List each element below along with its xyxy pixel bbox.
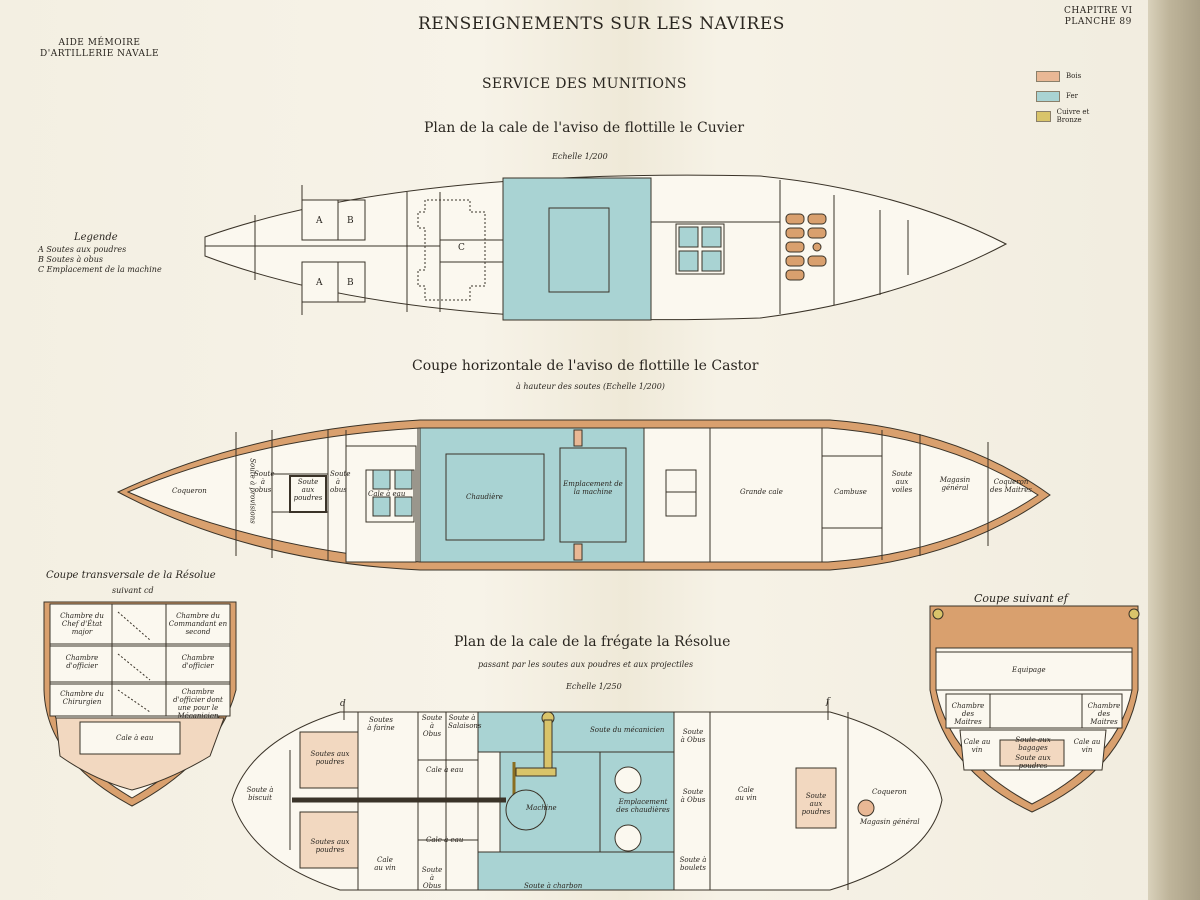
plan-coqueron: Coqueron <box>872 788 907 796</box>
copper-swatch <box>1036 110 1051 122</box>
plan-soute-obus2: Soute à Obus <box>680 728 706 744</box>
cuvier-label-a: A <box>316 278 323 288</box>
cuvier-label-c: C <box>458 243 465 253</box>
castor-soute-voiles: Soute aux voiles <box>891 470 913 494</box>
plan-soute-obus3: Soute à Obus <box>680 788 706 804</box>
iron-swatch <box>1036 90 1060 102</box>
ef-room: Chambre des Maitres <box>951 702 985 726</box>
header-right: CHAPITRE VI PLANCHE 89 <box>1064 6 1133 28</box>
material-key-iron: Fer <box>1036 90 1078 102</box>
material-key-wood: Bois <box>1036 70 1081 82</box>
cuvier-plan <box>204 174 1008 321</box>
ef-room: Chambre des Maitres <box>1087 702 1121 726</box>
cuvier-title: Plan de la cale de l'aviso de flottille … <box>424 120 745 136</box>
plan-cale-eau: Cale à eau <box>426 766 464 774</box>
castor-coqueron-aft: Coqueron <box>172 487 207 495</box>
material-label: Cuivre et Bronze <box>1056 108 1090 124</box>
ef-room: Cale au vin <box>963 738 991 754</box>
castor-grande-cale: Grande cale <box>740 488 783 496</box>
header-left-line1: AIDE MÉMOIRE <box>58 38 141 48</box>
plate-number: PLANCHE 89 <box>1064 17 1132 27</box>
plan-magasin: Magasin général <box>860 818 920 826</box>
section-ef <box>929 605 1140 813</box>
plan-soute-mecanicien: Soute du mécanicien <box>590 726 665 734</box>
legend-item: C Emplacement de la machine <box>38 265 162 274</box>
legend-item: A Soutes aux poudres <box>38 245 127 254</box>
legend-item: B Soutes à obus <box>38 255 103 264</box>
castor-title: Coupe horizontale de l'aviso de flottill… <box>412 358 759 374</box>
resolue-plan-subtitle: passant par les soutes aux poudres et au… <box>478 660 694 669</box>
castor-cale-eau: Cale à eau <box>368 490 406 498</box>
transverse-section <box>43 601 237 807</box>
castor-cambuse: Cambuse <box>834 488 867 496</box>
plan-soute-salaisons: Soute à Salaisons <box>448 714 482 730</box>
legend-title: Legende <box>74 232 118 243</box>
plan-soute-obus: Soute à Obus <box>421 714 443 738</box>
transverse-room: Chambre du Chirurgien <box>60 690 104 706</box>
plan-soute-poudres: Soute aux poudres <box>801 792 831 816</box>
plan-soutes-poudres: Soutes aux poudres <box>310 750 350 766</box>
header-left-line2: D'ARTILLERIE NAVALE <box>40 49 160 59</box>
plan-cale-vin: Cale au vin <box>735 786 757 802</box>
plan-chaudieres: Emplacement des chaudières <box>616 798 670 814</box>
transverse-title: Coupe transversale de la Résolue <box>46 570 216 581</box>
cuvier-label-b: B <box>347 278 354 288</box>
transverse-room: Chambre d'officier <box>181 654 215 670</box>
resolue-plan-title: Plan de la cale de la frégate la Résolue <box>454 634 731 650</box>
castor-coqueron-fwd: Coqueron des Maitres <box>990 478 1032 494</box>
section-mark-d: d <box>340 699 346 709</box>
material-key-copper: Cuivre et Bronze <box>1036 108 1091 124</box>
plan-soute-farine: Soutes à farine <box>367 716 395 732</box>
transverse-subtitle: suivant cd <box>112 586 154 595</box>
ef-room: Equipage <box>1012 666 1046 674</box>
transverse-room: Chambre d'officier dont une pour le Méca… <box>173 688 223 720</box>
castor-subtitle: à hauteur des soutes (Echelle 1/200) <box>516 382 665 391</box>
ef-room: Soute aux bagages <box>1015 736 1051 752</box>
ef-room: Soute aux poudres <box>1015 754 1051 770</box>
plan-cale-eau: Cale à eau <box>426 836 464 844</box>
material-label: Fer <box>1066 92 1078 100</box>
header-left: AIDE MÉMOIRE D'ARTILLERIE NAVALE <box>40 38 159 60</box>
plan-cale-vin: Cale au vin <box>374 856 396 872</box>
castor-magasin: Magasin général <box>939 476 971 492</box>
section-mark-f: f <box>826 697 830 707</box>
resolue-plan-scale: Echelle 1/250 <box>566 682 622 691</box>
castor-plan <box>116 419 1051 571</box>
plan-soute-obus4: Soute à Obus <box>421 866 443 890</box>
plan-machine: Machine <box>526 804 557 812</box>
castor-soute-obus2: Soute à obus <box>330 470 351 494</box>
page-title: RENSEIGNEMENTS SUR LES NAVIRES <box>418 14 785 34</box>
transverse-room: Chambre du Chef d'État major <box>60 612 104 636</box>
castor-machine: Emplacement de la machine <box>563 480 623 496</box>
book-spine <box>1148 0 1200 900</box>
cuvier-scale: Echelle 1/200 <box>552 152 608 161</box>
material-label: Bois <box>1066 72 1082 80</box>
transverse-room: Cale à eau <box>116 734 154 742</box>
wood-swatch <box>1036 70 1060 82</box>
section-title: SERVICE DES MUNITIONS <box>482 76 687 92</box>
plan-soute-biscuit: Soute à biscuit <box>246 786 274 802</box>
section-ef-title: Coupe suivant ef <box>974 592 1068 605</box>
cuvier-label-b: B <box>347 216 354 226</box>
plan-soute-charbon: Soute à charbon <box>524 882 583 890</box>
legend: Legende A Soutes aux poudres B Soutes à … <box>38 233 162 275</box>
cuvier-label-a: A <box>316 216 323 226</box>
transverse-room: Chambre d'officier <box>65 654 99 670</box>
castor-soute-poudres: Soute aux poudres <box>293 478 323 502</box>
castor-soute-obus: Soute à obus <box>254 470 275 494</box>
transverse-room: Chambre du Commandant en second <box>168 612 228 636</box>
chapter-label: CHAPITRE VI <box>1064 6 1133 16</box>
plan-soutes-poudres: Soutes aux poudres <box>310 838 350 854</box>
resolue-plan <box>231 700 943 891</box>
castor-chaudiere: Chaudière <box>466 493 503 501</box>
ef-room: Cale au vin <box>1073 738 1101 754</box>
plan-soute-boulets: Soute à boulets <box>679 856 707 872</box>
